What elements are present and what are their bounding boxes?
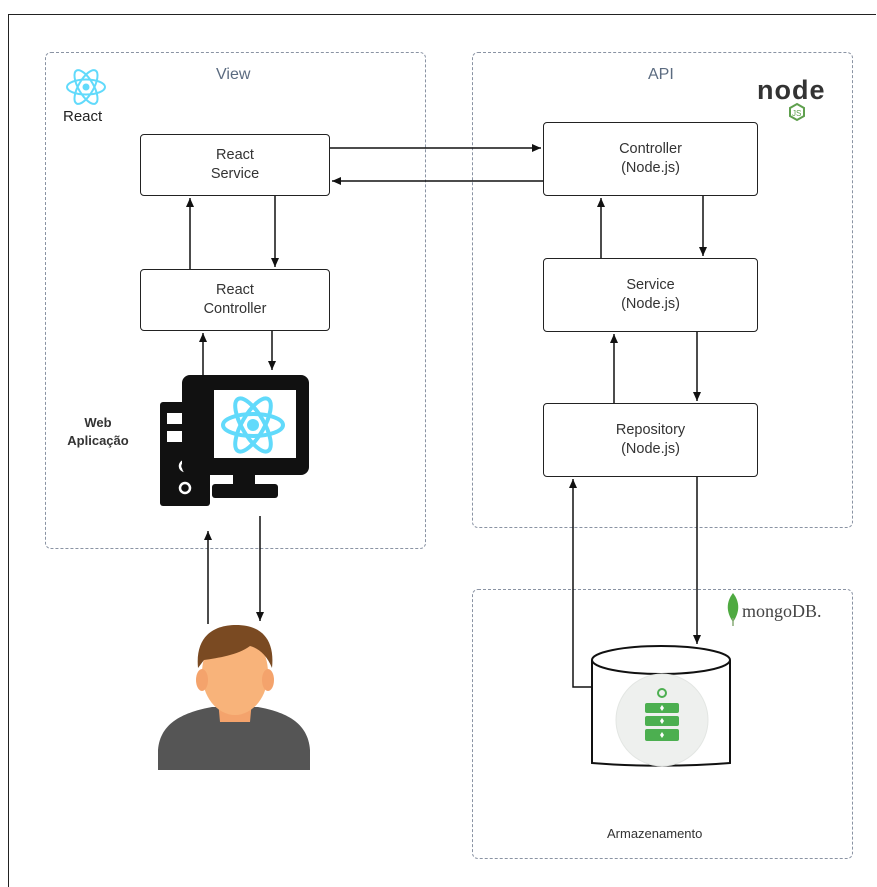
- view-zone: [45, 52, 426, 549]
- web-app-label-line2: Aplicação: [67, 433, 129, 448]
- react-service-line2: Service: [210, 166, 260, 182]
- api-zone-title: API: [648, 66, 674, 83]
- storage-zone: [472, 589, 853, 859]
- repository-node-line2: (Node.js): [621, 441, 680, 457]
- connectors: [186, 144, 707, 688]
- canvas-frame: [8, 14, 876, 887]
- arrow-db-up-to-repo: [569, 479, 592, 688]
- storage-zone-title: Armazenamento: [607, 826, 703, 841]
- react-controller-line1: React: [216, 282, 254, 298]
- computer-icon: [160, 375, 309, 506]
- service-node-line1: Service: [626, 277, 675, 293]
- repository-node-line1: Repository: [615, 422, 686, 438]
- react-controller-line2: Controller: [203, 301, 267, 317]
- controller-node-line1: Controller: [619, 141, 682, 157]
- database-cylinder-icon: [591, 645, 731, 767]
- svg-text:JS: JS: [792, 109, 801, 118]
- react-controller-box[interactable]: React Controller: [140, 269, 330, 331]
- web-app-label-line1: Web: [84, 415, 112, 430]
- react-service-box[interactable]: React Service: [140, 134, 330, 196]
- api-zone: [472, 52, 853, 528]
- svg-text:mongoDB.: mongoDB.: [742, 601, 822, 621]
- service-node-box[interactable]: Service (Node.js): [543, 258, 758, 332]
- svg-text:node: node: [757, 75, 826, 105]
- react-service-line1: React: [216, 147, 254, 163]
- react-logo-text: React: [63, 108, 103, 125]
- web-app-label: Web Aplicação: [60, 414, 136, 450]
- user-avatar-icon: [158, 625, 310, 770]
- controller-node-line2: (Node.js): [621, 160, 680, 176]
- nodejs-logo-icon: node JS: [757, 75, 826, 122]
- controller-node-box[interactable]: Controller (Node.js): [543, 122, 758, 196]
- mongodb-logo-icon: mongoDB.: [727, 593, 822, 626]
- view-zone-title: View: [216, 66, 251, 83]
- repository-node-box[interactable]: Repository (Node.js): [543, 403, 758, 477]
- service-node-line2: (Node.js): [621, 296, 680, 312]
- react-logo-icon: [66, 69, 106, 105]
